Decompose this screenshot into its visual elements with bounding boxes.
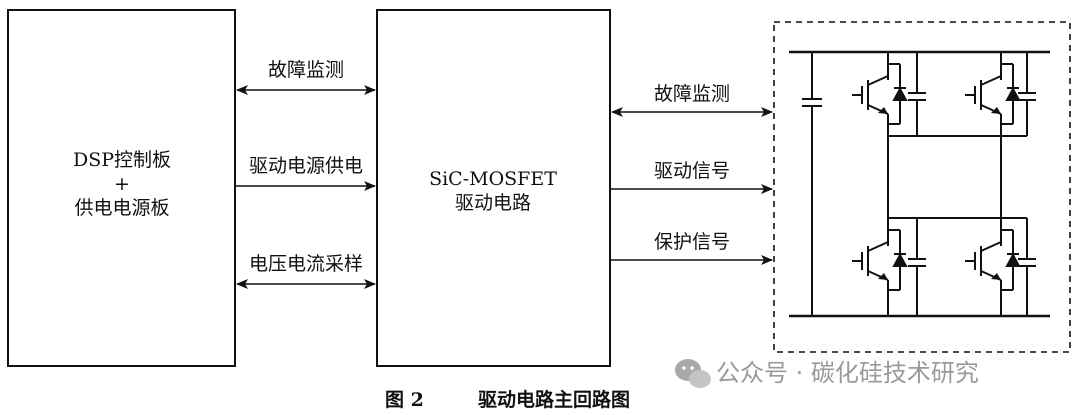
protect-signal-label: 保护信号 <box>654 231 730 253</box>
left-block-line3: 供电电源板 <box>74 197 169 219</box>
watermark-text: 公众号 · 碳化硅技术研究 <box>716 359 979 387</box>
watermark: 公众号 · 碳化硅技术研究 <box>675 359 979 388</box>
power-stage-dashed-box <box>773 21 1071 353</box>
sampling-label: 电压电流采样 <box>249 253 363 275</box>
dsp-control-board-block <box>7 9 236 367</box>
middle-block-line2: 驱动电路 <box>455 192 531 214</box>
emitter-arrows <box>878 107 1001 280</box>
drive-signal-label: 驱动信号 <box>654 160 730 182</box>
mosfet-upper-left <box>852 52 926 136</box>
fault-monitor-label-left: 故障监测 <box>268 59 344 81</box>
mosfet-lower-left <box>852 218 926 316</box>
middle-block-line1: SiC-MOSFET <box>429 168 557 190</box>
sic-mosfet-driver-block <box>376 9 611 367</box>
mosfet-lower-right <box>965 217 1036 316</box>
inverter-bridge-schematic <box>789 50 1050 318</box>
wechat-icon <box>675 359 711 388</box>
figure-caption-title: 驱动电路主回路图 <box>478 388 630 411</box>
power-supply-label: 驱动电源供电 <box>249 155 363 177</box>
left-block-line1: DSP控制板 <box>73 149 171 171</box>
mosfet-upper-right <box>965 52 1036 137</box>
figure-caption-label: 图 2 <box>385 389 424 411</box>
fault-monitor-label-right: 故障监测 <box>654 83 730 105</box>
left-block-line2: + <box>114 173 130 195</box>
